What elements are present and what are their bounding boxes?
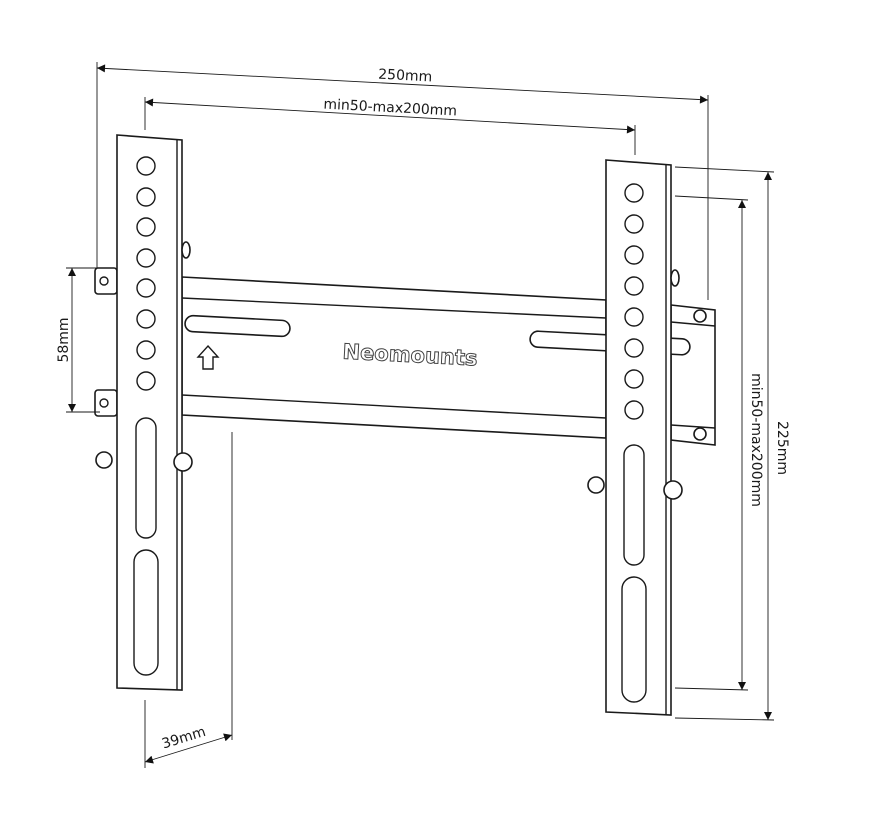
- rail-height-label: 58mm: [56, 317, 72, 362]
- right-vertical-bracket: [587, 159, 683, 716]
- overall-height-label: 225mm: [774, 421, 790, 475]
- depth-label: 39mm: [160, 724, 208, 752]
- dimension-rail-height: 58mm: [56, 267, 100, 413]
- dimension-vesa-vertical: min50-max200mm: [674, 195, 764, 691]
- left-vertical-bracket: [95, 134, 193, 691]
- knob-icon: [663, 480, 683, 500]
- up-arrow-icon: [196, 344, 220, 370]
- dimension-overall-width: 250mm: [96, 62, 709, 300]
- dimension-overall-height: 225mm: [674, 166, 790, 721]
- knob-icon: [173, 452, 193, 472]
- dimension-vesa-horizontal: min50-max200mm: [144, 97, 636, 155]
- knob-icon: [95, 451, 113, 469]
- vesa-horizontal-label: min50-max200mm: [323, 97, 457, 120]
- knob-icon: [587, 476, 605, 494]
- vesa-vertical-label: min50-max200mm: [748, 373, 764, 507]
- overall-width-label: 250mm: [378, 67, 433, 86]
